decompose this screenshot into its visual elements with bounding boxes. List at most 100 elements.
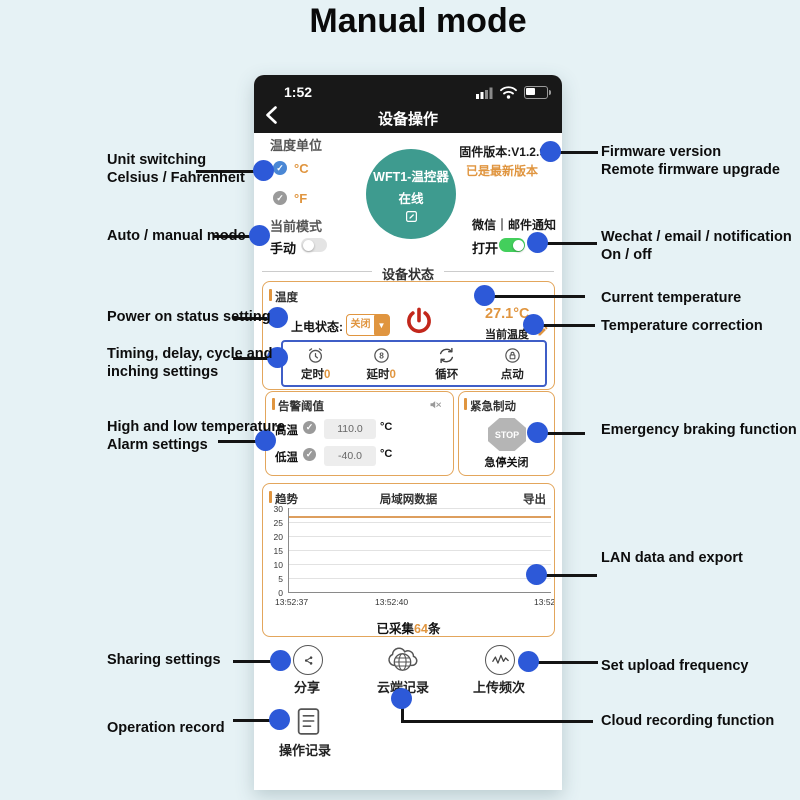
temperature-panel: 温度 上电状态: 关闭 ▼ 27.1°C 当前温度 [262, 281, 555, 390]
temperature-correction-pencil-icon[interactable] [537, 325, 549, 337]
pointer-dot [523, 314, 544, 335]
unit-section-label: 温度单位 [270, 138, 323, 153]
device-online-status: 在线 [398, 191, 424, 206]
cloud-record-label[interactable]: 云端记录 [370, 677, 436, 696]
back-button[interactable] [264, 106, 278, 124]
upload-frequency-button[interactable] [485, 645, 515, 675]
manual-mode-label: 手动 [270, 241, 297, 256]
celsius-label[interactable]: °C [294, 161, 309, 176]
notify-toggle[interactable] [499, 238, 525, 252]
delay-button[interactable]: 8 延时0 [349, 342, 415, 385]
celsius-checkbox[interactable]: ✓ [273, 161, 287, 175]
timing-value: 0 [324, 368, 331, 381]
pointer-line [538, 242, 597, 245]
mute-icon[interactable] [428, 397, 443, 412]
notify-on-label: 打开 [472, 241, 499, 256]
timer-strip: 定时0 8 延时0 循环 [281, 340, 547, 387]
lock-icon [505, 347, 520, 363]
pointer-dot [540, 141, 561, 162]
dropdown-arrow-icon: ▼ [374, 315, 389, 335]
power-on-status-dropdown[interactable]: 关闭 ▼ [346, 314, 390, 336]
x-tick: 13:52:37 [275, 597, 309, 607]
power-button[interactable] [403, 306, 435, 338]
chart-y-axis: 30 25 20 15 10 5 0 [265, 504, 283, 598]
mode-section-label: 当前模式 [270, 219, 323, 234]
low-temp-checkbox[interactable]: ✓ [303, 448, 316, 461]
low-temp-input[interactable] [324, 446, 376, 466]
cloud-record-icon[interactable] [384, 641, 421, 673]
emergency-stop-button[interactable]: STOP [488, 418, 526, 451]
annotation-cloud-recording: Cloud recording function [601, 713, 775, 729]
annotation-emergency-braking: Emergency braking function [601, 422, 797, 438]
operation-record-label[interactable]: 操作记录 [278, 743, 331, 758]
share-label[interactable]: 分享 [293, 680, 320, 695]
page-title: Manual mode [309, 2, 527, 40]
trend-title: 趋势 [275, 494, 298, 506]
fahrenheit-checkbox[interactable]: ✓ [273, 191, 287, 205]
pointer-dot [267, 307, 288, 328]
y-tick: 30 [273, 504, 283, 514]
pointer-line [233, 317, 278, 320]
upload-frequency-label[interactable]: 上传频次 [472, 680, 525, 695]
pointer-line [218, 440, 266, 443]
stop-sign-text: STOP [494, 429, 520, 440]
delay-eight-icon: 8 [373, 347, 389, 363]
pointer-dot [527, 422, 548, 443]
inching-button[interactable]: 点动 [480, 342, 546, 385]
pointer-dot [518, 651, 539, 672]
y-tick: 15 [273, 546, 283, 556]
inching-label: 点动 [500, 368, 524, 381]
battery-icon [524, 86, 551, 99]
export-button[interactable]: 导出 [523, 494, 546, 506]
firmware-latest[interactable]: 已是最新版本 [465, 164, 538, 178]
share-button[interactable] [293, 645, 323, 675]
annotation-lan-data: LAN data and export [601, 550, 743, 566]
timing-label: 定时 [301, 368, 325, 381]
annotation-upload-frequency: Set upload frequency [601, 658, 749, 674]
collected-count-text: 已采集64条 [263, 618, 554, 636]
pointer-line [534, 324, 595, 327]
pointer-line [401, 698, 404, 722]
pointer-dot [267, 347, 288, 368]
annotation-power-on: Power on status setting [107, 309, 271, 325]
timing-button[interactable]: 定时0 [283, 342, 349, 385]
manual-mode-toggle[interactable] [301, 238, 327, 252]
alarm-panel-title: 告警阈值 [278, 401, 324, 413]
collected-suffix: 条 [427, 622, 441, 636]
high-temp-unit: °C [380, 421, 393, 433]
chart-plot-area [288, 508, 551, 593]
device-status-header: 设备状态 [381, 267, 434, 282]
device-status-circle[interactable]: WFT1-温控器 在线 [366, 149, 456, 239]
cycle-button[interactable]: 循环 [414, 342, 480, 385]
high-temp-label: 高温 [275, 425, 298, 437]
trend-panel: 趋势 局域网数据 导出 30 25 20 15 10 5 0 [262, 483, 555, 637]
brake-panel-title: 紧急制动 [470, 401, 516, 413]
status-bar: 1:52 设备操作 [254, 75, 562, 133]
annotation-operation-record: Operation record [107, 720, 225, 736]
divider [262, 271, 372, 272]
operation-record-icon[interactable] [296, 707, 321, 736]
y-tick: 0 [278, 588, 283, 598]
pulse-wave-icon [491, 654, 509, 664]
edit-icon[interactable] [405, 210, 418, 223]
fahrenheit-label[interactable]: °F [294, 191, 308, 206]
status-time: 1:52 [284, 84, 313, 100]
delay-value: 0 [389, 368, 396, 381]
pointer-line [401, 720, 593, 723]
high-temp-input[interactable] [324, 419, 376, 439]
device-name: WFT1-温控器 [373, 169, 449, 184]
wifi-icon [500, 86, 517, 99]
dropdown-value: 关闭 [350, 319, 371, 330]
cycle-label: 循环 [435, 368, 459, 381]
pointer-dot [249, 225, 270, 246]
phone-screenshot: 1:52 设备操作 温度单位 ✓ °C ✓ °F [254, 75, 562, 790]
pointer-line [537, 574, 597, 577]
x-tick: 13:52:4 [534, 597, 555, 607]
pointer-dot [269, 709, 290, 730]
pointer-line [233, 719, 280, 722]
high-temp-checkbox[interactable]: ✓ [303, 421, 316, 434]
